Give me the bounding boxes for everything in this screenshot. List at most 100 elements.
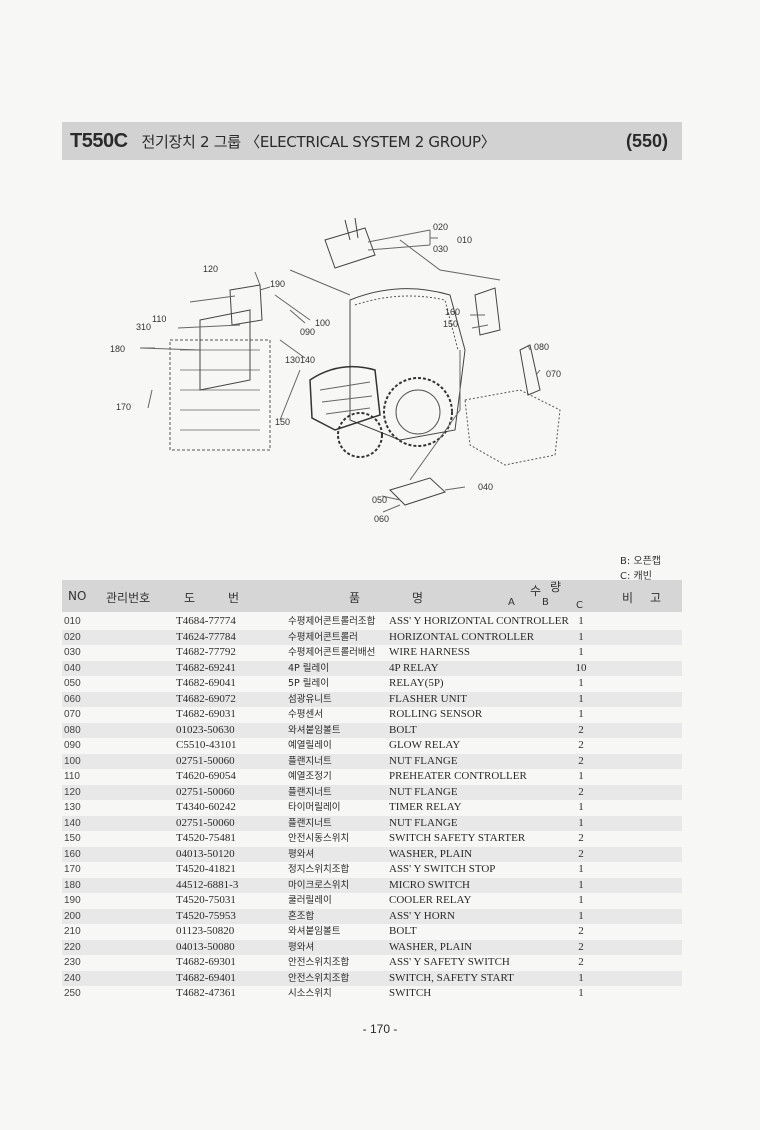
korean-name: 안전스위치조합 (288, 957, 350, 968)
header-no: NO (68, 589, 87, 603)
quantity: 1 (578, 692, 584, 705)
korean-name: 시소스위치 (288, 988, 332, 999)
table-header: NO 관리번호 도 번 품 명 수 량 A B C 비 고 (62, 580, 682, 612)
english-name: WIRE HARNESS (389, 646, 470, 658)
english-name: GLOW RELAY (389, 739, 461, 751)
part-number: T4520-75953 (176, 909, 236, 922)
svg-text:160: 160 (445, 307, 460, 317)
korean-name: 수평제어콘트롤러조합 (288, 616, 376, 627)
part-number: T4340-60242 (176, 801, 236, 813)
svg-text:120: 120 (203, 264, 218, 274)
header-part-number-do: 도 (184, 591, 196, 605)
quantity: 2 (578, 723, 584, 736)
table-row: 200 T4520-75953 혼조합 ASS' Y HORN 1 (62, 908, 682, 924)
quantity: 1 (578, 615, 584, 627)
english-name: ROLLING SENSOR (389, 708, 483, 720)
item-number: 080 (64, 724, 81, 736)
korean-name: 안전시동스위치 (288, 833, 350, 844)
header-remarks-go: 고 (650, 591, 662, 605)
item-number: 070 (64, 709, 81, 720)
part-number: T4682-69401 (176, 971, 236, 984)
quantity: 1 (578, 646, 584, 658)
korean-name: 쿨러릴레이 (288, 895, 332, 906)
english-name: SWITCH SAFETY STARTER (389, 832, 526, 844)
quantity: 1 (578, 909, 584, 922)
quantity: 1 (578, 863, 584, 875)
svg-text:150: 150 (443, 319, 458, 329)
item-number: 040 (64, 662, 81, 674)
english-name: SWITCH (389, 987, 432, 999)
quantity: 2 (578, 940, 584, 953)
korean-name: 안전스위치조합 (288, 972, 350, 984)
part-number: 02751-50060 (176, 754, 235, 767)
svg-text:040: 040 (478, 482, 493, 492)
page-number: - 170 - (362, 1022, 398, 1036)
quantity: 2 (578, 956, 584, 968)
svg-text:310: 310 (136, 322, 151, 332)
english-name: WASHER, PLAIN (389, 847, 473, 860)
english-name: NUT FLANGE (389, 785, 458, 798)
part-number: T4682-69031 (176, 708, 236, 720)
quantity: 2 (578, 847, 584, 860)
korean-name: 수평제어콘트롤러 (288, 631, 358, 643)
korean-name: 와셔붙임볼트 (288, 926, 341, 937)
quantity: 1 (578, 816, 584, 829)
part-number: T4620-69054 (176, 770, 236, 782)
quantity: 1 (578, 971, 584, 984)
english-name: HORIZONTAL CONTROLLER (389, 630, 535, 643)
item-number: 050 (64, 678, 81, 689)
quantity: 1 (578, 770, 584, 782)
english-name: BOLT (389, 723, 417, 736)
english-name: NUT FLANGE (389, 754, 458, 767)
svg-text:180: 180 (110, 344, 125, 354)
korean-name: 5P 릴레이 (288, 678, 330, 689)
korean-name: 플랜지너트 (288, 755, 332, 767)
english-name: ASS' Y HORIZONTAL CONTROLLER (389, 615, 569, 627)
svg-text:030: 030 (433, 244, 448, 254)
quantity: 1 (578, 894, 584, 906)
item-number: 200 (64, 910, 81, 922)
english-name: ASS' Y HORN (389, 909, 455, 922)
item-number: 250 (64, 988, 81, 999)
item-number: 030 (64, 647, 81, 658)
korean-name: 마이크로스위치 (288, 879, 350, 891)
svg-text:010: 010 (457, 235, 472, 245)
part-number: C5510-43101 (176, 739, 237, 751)
english-name: BOLT (389, 925, 417, 937)
part-number: 04013-50080 (176, 940, 235, 953)
english-name: FLASHER UNIT (389, 692, 467, 705)
english-name: TIMER RELAY (389, 801, 462, 813)
part-number: T4682-69072 (176, 692, 236, 705)
quantity: 1 (578, 878, 584, 891)
korean-name: 수평제어콘트롤러배선 (288, 647, 376, 658)
part-number: T4520-75031 (176, 894, 236, 906)
korean-name: 예열릴레이 (288, 740, 332, 751)
header-name-pum: 품 (349, 591, 361, 605)
item-number: 100 (64, 755, 81, 767)
korean-name: 혼조합 (288, 910, 315, 922)
korean-name: 섬광유니트 (288, 693, 332, 705)
header-qty-c: C (576, 600, 583, 611)
quantity: 2 (578, 925, 584, 937)
english-name: MICRO SWITCH (389, 878, 470, 891)
legend-c: C: 캐빈 (620, 571, 652, 582)
item-number: 140 (64, 817, 81, 829)
part-number: T4682-47361 (176, 987, 236, 999)
svg-text:150: 150 (275, 417, 290, 427)
korean-name: 예열조정기 (288, 771, 332, 782)
diagram-callouts: 020 010 030 120 190 110 100 310 090 180 … (110, 222, 561, 524)
quantity: 1 (578, 708, 584, 720)
